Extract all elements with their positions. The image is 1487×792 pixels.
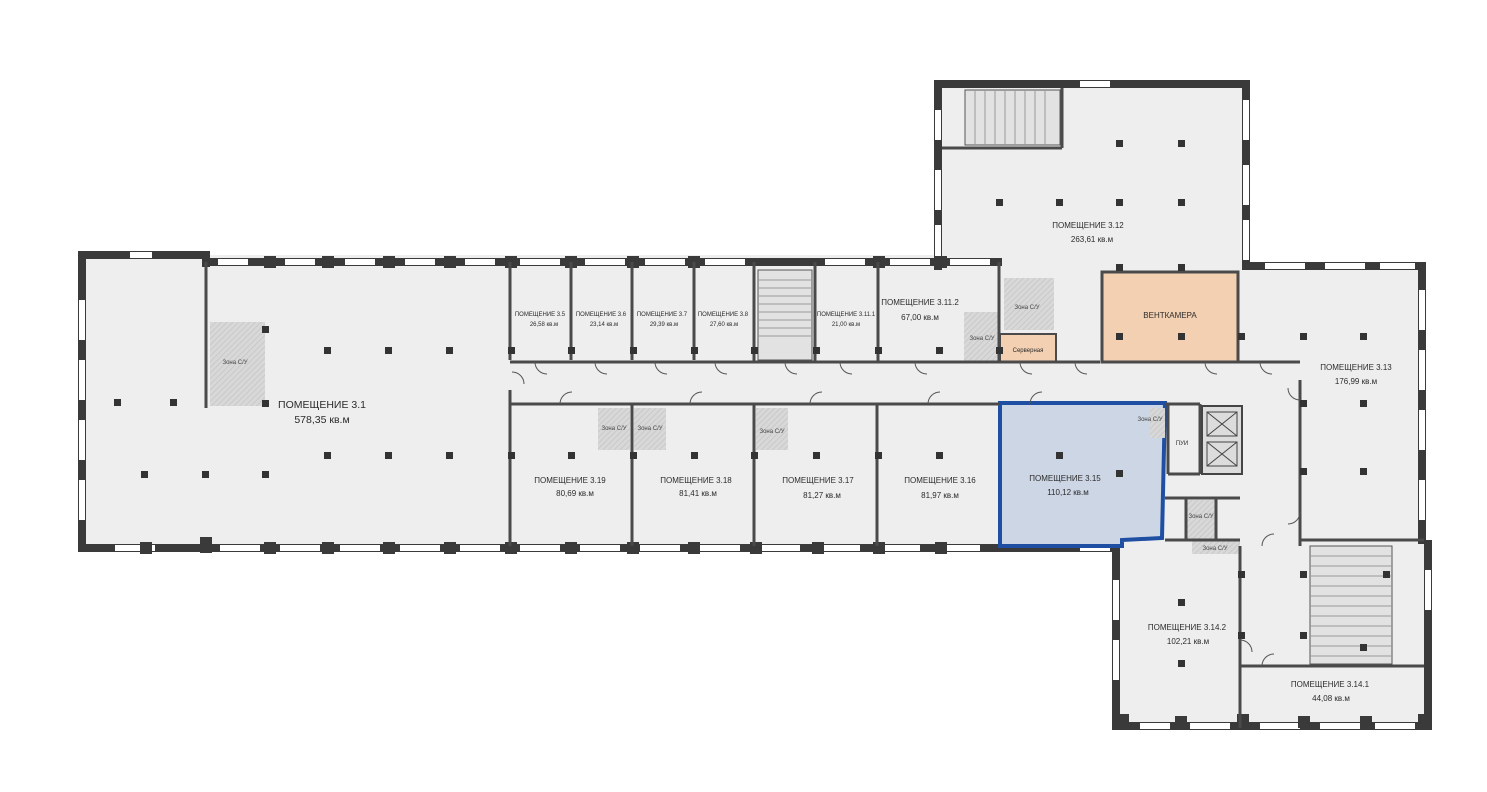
ventkamera-room[interactable] (1100, 270, 1240, 364)
server-label: Серверная (1013, 348, 1044, 354)
room-3-6-name: ПОМЕЩЕНИЕ 3.6 (576, 312, 627, 318)
zone-su-label: Зона С/У (969, 336, 994, 342)
room-labels: ПОМЕЩЕНИЕ 3.1 578,35 кв.м ПОМЕЩЕНИЕ 3.5 … (278, 221, 1392, 703)
room-3-14-2-area: 102,21 кв.м (1167, 637, 1209, 646)
room-3-7-name: ПОМЕЩЕНИЕ 3.7 (637, 312, 688, 318)
ventkamera-label: ВЕНТКАМЕРА (1143, 311, 1197, 320)
room-3-12-name: ПОМЕЩЕНИЕ 3.12 (1052, 221, 1124, 230)
room-3-1-name: ПОМЕЩЕНИЕ 3.1 (278, 399, 366, 411)
room-3-14-1-name: ПОМЕЩЕНИЕ 3.14.1 (1291, 680, 1370, 689)
room-3-11-2-name: ПОМЕЩЕНИЕ 3.11.2 (881, 298, 959, 307)
room-3-7-area: 29,39 кв.м (650, 322, 678, 328)
room-3-11-2-area: 67,00 кв.м (901, 313, 939, 322)
room-3-13-area: 176,99 кв.м (1335, 377, 1377, 386)
room-3-6-area: 23,14 кв.м (590, 322, 618, 328)
room-3-15-name: ПОМЕЩЕНИЕ 3.15 (1029, 474, 1101, 483)
zone-su-label: Зона С/У (1014, 305, 1039, 311)
room-3-8-area: 27,60 кв.м (710, 322, 738, 328)
zone-su-label: Зона С/У (222, 360, 247, 366)
zone-su-label: Зона С/У (637, 426, 662, 432)
zone-su-label: Зона С/У (601, 426, 626, 432)
room-3-13-name: ПОМЕЩЕНИЕ 3.13 (1320, 363, 1392, 372)
elevators (1201, 405, 1243, 475)
zone-su-label: Зона С/У (759, 429, 784, 435)
room-3-14-2-name: ПОМЕЩЕНИЕ 3.14.2 (1148, 623, 1227, 632)
wall-pilasters (140, 256, 1432, 730)
room-3-19-area: 80,69 кв.м (556, 489, 594, 498)
room-3-18-name: ПОМЕЩЕНИЕ 3.18 (660, 476, 732, 485)
room-3-19-name: ПОМЕЩЕНИЕ 3.19 (534, 476, 606, 485)
zone-labels: Зона С/У Зона С/У Зона С/У Зона С/У Зона… (222, 305, 1227, 552)
room-3-16-name: ПОМЕЩЕНИЕ 3.16 (904, 476, 976, 485)
zone-su-label: Зона С/У (1137, 417, 1162, 423)
room-3-1-area: 578,35 кв.м (294, 414, 349, 426)
room-3-5-name: ПОМЕЩЕНИЕ 3.5 (515, 312, 566, 318)
room-3-15-area: 110,12 кв.м (1047, 488, 1089, 497)
room-3-11-1-area: 21,00 кв.м (832, 322, 860, 328)
room-3-14-1-area: 44,08 кв.м (1312, 694, 1350, 703)
room-3-11-1-name: ПОМЕЩЕНИЕ 3.11.1 (817, 312, 876, 318)
staircases (757, 89, 1393, 665)
room-3-8-name: ПОМЕЩЕНИЕ 3.8 (698, 312, 749, 318)
room-3-18-area: 81,41 кв.м (679, 489, 717, 498)
zone-su-label: Зона С/У (1202, 546, 1227, 552)
room-3-17-name: ПОМЕЩЕНИЕ 3.17 (782, 476, 854, 485)
sanitary-zones (210, 278, 1240, 554)
pui-label: ПУИ (1176, 441, 1188, 447)
room-3-5-area: 26,58 кв.м (530, 322, 558, 328)
doors (511, 361, 1301, 667)
columns (114, 140, 1390, 667)
room-3-17-area: 81,27 кв.м (803, 491, 841, 500)
zone-su-label: Зона С/У (1188, 514, 1213, 520)
room-3-16-area: 81,97 кв.м (921, 491, 959, 500)
windows (79, 81, 1431, 729)
room-3-12-area: 263,61 кв.м (1071, 235, 1113, 244)
